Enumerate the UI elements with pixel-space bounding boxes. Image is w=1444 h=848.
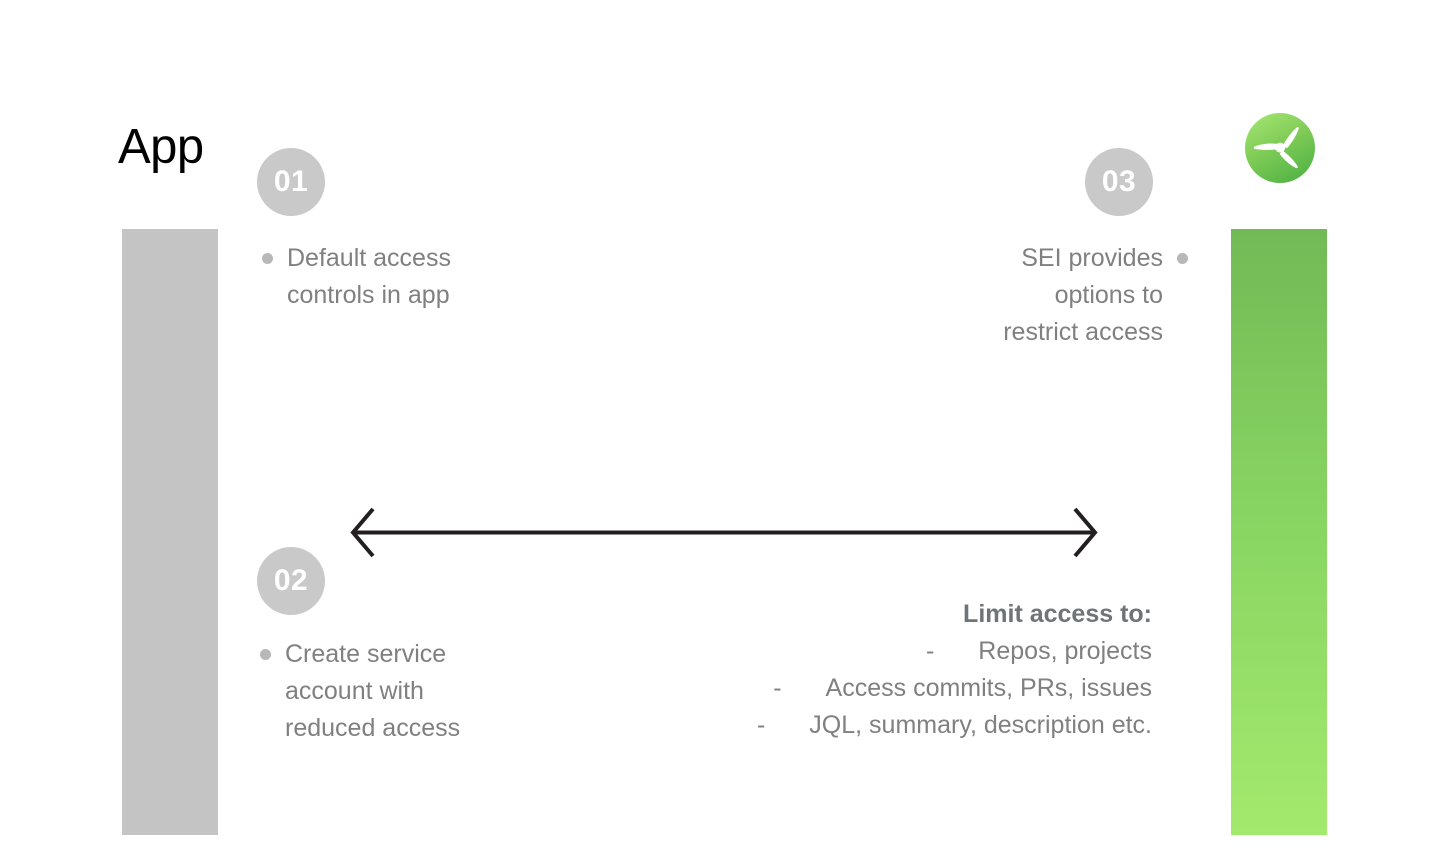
step-text-02-label: Create service account with reduced acce… xyxy=(285,640,461,742)
page-title: App xyxy=(118,120,204,174)
step-badge-02: 02 xyxy=(257,547,325,615)
app-bar xyxy=(122,229,218,835)
limit-access-item: Access commits, PRs, issues xyxy=(825,674,1152,702)
bullet-dot-icon xyxy=(262,253,273,264)
limit-dash: - xyxy=(925,637,935,665)
limit-access-item: JQL, summary, description etc. xyxy=(809,711,1152,739)
bullet-dot-icon xyxy=(260,649,271,660)
limit-access-row: - Access commits, PRs, issues xyxy=(640,670,1152,707)
limit-access-row: - Repos, projects xyxy=(640,633,1152,670)
step-text-01: Default access controls in app xyxy=(262,240,451,314)
step-text-01-label: Default access controls in app xyxy=(287,244,451,309)
limit-dash: - xyxy=(756,711,766,739)
bullet-dot-icon xyxy=(1177,253,1188,264)
limit-access-item: Repos, projects xyxy=(978,637,1152,665)
limit-access-title: Limit access to: xyxy=(963,600,1152,628)
sei-bar xyxy=(1231,229,1327,835)
limit-access-block: Limit access to: - Repos, projects - Acc… xyxy=(640,596,1152,744)
step-badge-01: 01 xyxy=(257,148,325,216)
double-headed-arrow-icon xyxy=(348,503,1100,563)
limit-dash: - xyxy=(773,674,782,702)
step-text-03: SEI provides options to restrict access xyxy=(962,240,1188,351)
propeller-logo-icon xyxy=(1244,112,1316,184)
step-text-02: Create service account with reduced acce… xyxy=(260,636,460,747)
limit-access-row: - JQL, summary, description etc. xyxy=(640,707,1152,744)
step-badge-03: 03 xyxy=(1085,148,1153,216)
step-text-03-label: SEI provides options to restrict access xyxy=(1003,244,1163,346)
